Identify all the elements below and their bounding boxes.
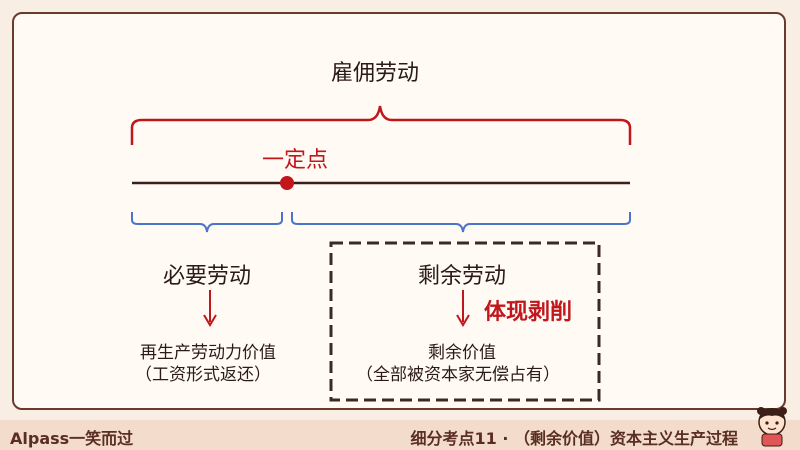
left-label: 必要劳动 [163, 264, 252, 289]
right-label: 剩余劳动 [418, 264, 507, 289]
girl-avatar-icon [757, 407, 787, 447]
necessary-labor-brace [131, 212, 283, 233]
right-result-line2: （全部被资本家无偿占有） [356, 365, 560, 385]
footer-topic: 细分考点11 · （剩余价值）资本主义生产过程 [410, 429, 739, 448]
right-result-line1: 剩余价值 [428, 343, 496, 363]
diagram-panel [12, 12, 786, 410]
exploit-label: 体现剥削 [484, 300, 573, 325]
fixed-point-dot [280, 176, 294, 190]
right-down-arrow [456, 290, 470, 327]
left-down-arrow [203, 290, 217, 327]
footer-brand: Alpass一笑而过 [10, 429, 134, 448]
top-label: 雇佣劳动 [331, 61, 420, 86]
footer-bar: Alpass一笑而过 细分考点11 · （剩余价值）资本主义生产过程 [0, 420, 800, 450]
left-result-line1: 再生产劳动力价值 [140, 343, 276, 363]
surplus-labor-brace [291, 212, 631, 233]
point-label: 一定点 [262, 148, 329, 173]
employment-brace [130, 105, 632, 145]
surplus-highlight-box [329, 241, 601, 402]
left-result-line2: （工资形式返还） [135, 365, 271, 385]
